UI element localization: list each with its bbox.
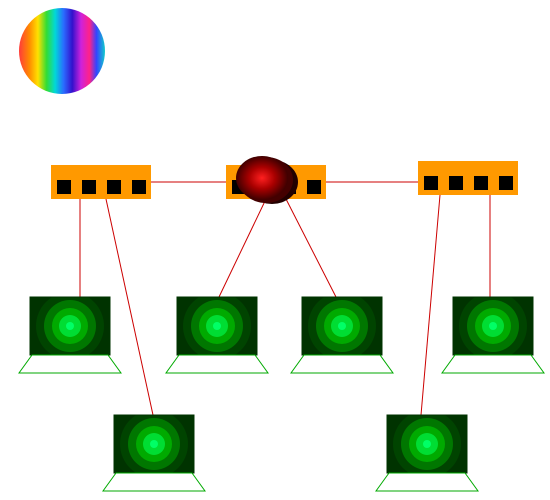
switch-port xyxy=(107,180,121,194)
switch-port xyxy=(57,180,71,194)
switch-port xyxy=(424,176,438,190)
link-switch-center-laptop-2 xyxy=(218,198,267,298)
laptop-1 xyxy=(18,296,122,374)
switch-port xyxy=(132,180,146,194)
laptop-base xyxy=(165,354,269,374)
laptop-base xyxy=(375,472,479,492)
laptop-base xyxy=(18,354,122,374)
switch-port xyxy=(499,176,513,190)
switches-layer xyxy=(51,156,518,204)
laptop-icon xyxy=(290,296,394,374)
switch-port xyxy=(307,180,321,194)
link-switch-left-laptop-5 xyxy=(105,198,154,416)
links-layer xyxy=(79,181,491,416)
switch-port xyxy=(474,176,488,190)
laptop-base xyxy=(290,354,394,374)
laptop-3 xyxy=(290,296,394,374)
laptop-icon xyxy=(375,414,479,492)
spectrum-circle-icon xyxy=(19,8,105,94)
laptops-layer xyxy=(18,296,545,492)
link-switch-center-laptop-3 xyxy=(285,198,337,298)
switch-left xyxy=(51,165,151,199)
laptop-2 xyxy=(165,296,269,374)
laptop-icon xyxy=(102,414,206,492)
link-switch-right-laptop-6 xyxy=(420,194,441,416)
laptop-4 xyxy=(441,296,545,374)
laptop-icon xyxy=(441,296,545,374)
switch-port xyxy=(82,180,96,194)
laptop-5 xyxy=(102,414,206,492)
laptop-base xyxy=(441,354,545,374)
switch-center xyxy=(226,156,326,204)
laptop-6 xyxy=(375,414,479,492)
router-hub-icon xyxy=(236,156,298,204)
laptop-base xyxy=(102,472,206,492)
laptop-icon xyxy=(165,296,269,374)
switch-port xyxy=(449,176,463,190)
switch-right xyxy=(418,161,518,195)
laptop-icon xyxy=(18,296,122,374)
